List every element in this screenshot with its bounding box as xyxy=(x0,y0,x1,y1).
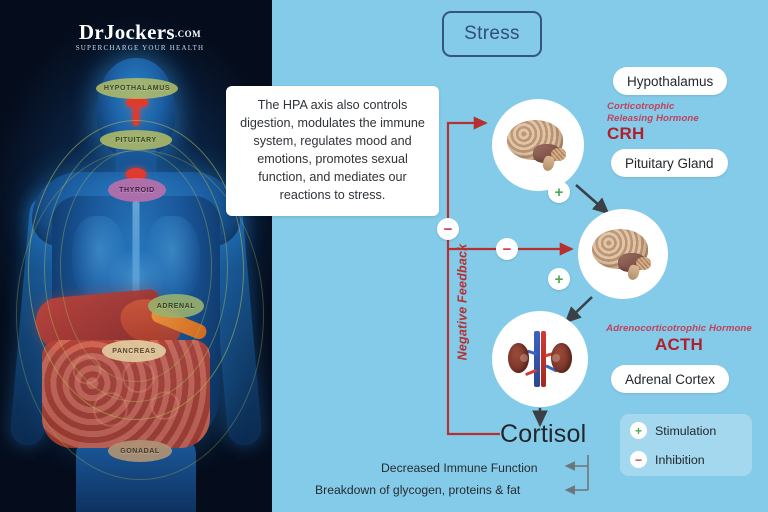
body-label-pancreas: PANCREAS xyxy=(102,340,166,362)
stimulation-badge-1: + xyxy=(548,181,570,203)
kidney-hilum xyxy=(520,354,528,362)
pill-hypothalamus[interactable]: Hypothalamus xyxy=(613,67,728,95)
adrenal-kidney-image xyxy=(492,311,588,407)
brain-cerebellum xyxy=(551,148,566,161)
brain-icon xyxy=(507,120,569,173)
brain-stem xyxy=(541,154,556,173)
acth-hormone-label: Adrenocorticotrophic Hormone ACTH xyxy=(596,323,762,355)
minus-glyph: − xyxy=(443,220,453,238)
legend-box: + Stimulation − Inhibition xyxy=(620,414,752,476)
brain-icon xyxy=(592,229,654,282)
brain-cerebellum xyxy=(636,257,651,270)
inhibition-badge-1: − xyxy=(437,218,459,240)
minus-glyph: − xyxy=(502,240,512,258)
body-label-thyroid: THYROID xyxy=(108,178,166,202)
brand-logo-name: DrJockers.COM xyxy=(55,22,225,43)
kidney-left xyxy=(508,343,529,373)
body-label-gonadal: GONADAL xyxy=(108,440,172,462)
cortisol-label: Cortisol xyxy=(500,420,587,448)
inhibition-badge-2: − xyxy=(496,238,518,260)
legend-item-stimulation: + Stimulation xyxy=(630,422,742,439)
hypothalamus-gland-icon xyxy=(126,98,148,107)
brand-logo: DrJockers.COM SUPERCHARGE YOUR HEALTH xyxy=(55,22,225,52)
pill-pituitary-label: Pituitary Gland xyxy=(625,155,714,171)
body-label-adrenal: ADRENAL xyxy=(148,294,204,318)
pill-adrenal-cortex[interactable]: Adrenal Cortex xyxy=(611,365,730,393)
aorta xyxy=(541,331,546,387)
plus-glyph: + xyxy=(554,270,564,288)
pill-adrenal-label: Adrenal Cortex xyxy=(625,371,716,387)
legend-label-stimulation: Stimulation xyxy=(655,423,717,438)
stress-box[interactable]: Stress xyxy=(442,11,542,57)
brain-stem xyxy=(626,263,641,282)
effect-decreased-immune-function: Decreased Immune Function xyxy=(381,461,538,475)
kidney-right xyxy=(551,343,572,373)
crh-full-line1: Corticotrophic xyxy=(607,101,675,112)
crh-full-line2: Releasing Hormone xyxy=(607,112,699,124)
body-label-hypothalamus: HYPOTHALAMUS xyxy=(96,78,178,99)
stimulation-badge-2: + xyxy=(548,268,570,290)
plus-glyph: + xyxy=(634,423,642,438)
hpa-note-text: The HPA axis also controls digestion, mo… xyxy=(240,98,425,202)
hypothalamus-brain-image xyxy=(492,99,584,191)
pill-pituitary-gland[interactable]: Pituitary Gland xyxy=(611,149,728,177)
kidneys-icon xyxy=(505,327,575,391)
hpa-note-box: The HPA axis also controls digestion, mo… xyxy=(226,86,439,216)
plus-icon: + xyxy=(630,422,647,439)
brand-logo-dotcom: .COM xyxy=(174,29,202,39)
arrow-hypothalamus-to-pituitary xyxy=(575,184,610,215)
body-label-pituitary: PITUITARY xyxy=(100,130,172,150)
arrow-pituitary-to-adrenal xyxy=(564,296,593,324)
plus-glyph: + xyxy=(554,183,564,201)
legend-item-inhibition: − Inhibition xyxy=(630,451,742,468)
legend-label-inhibition: Inhibition xyxy=(655,452,705,467)
pituitary-stalk-icon xyxy=(133,106,139,126)
minus-icon: − xyxy=(630,451,647,468)
brand-logo-main: Jockers xyxy=(103,20,175,44)
acth-abbr: ACTH xyxy=(654,334,703,354)
acth-full: Adrenocorticotrophic Hormone xyxy=(606,323,752,334)
brand-logo-prefix: Dr xyxy=(78,20,104,44)
anatomy-panel: HYPOTHALAMUS PITUITARY THYROID ADRENAL P… xyxy=(0,0,272,512)
energy-arc-4 xyxy=(16,150,264,480)
brand-tagline: SUPERCHARGE YOUR HEALTH xyxy=(75,44,205,52)
crh-hormone-label: Corticotrophic Releasing Hormone CRH xyxy=(607,101,699,144)
kidney-hilum xyxy=(552,354,560,362)
negative-feedback-label: Negative Feedback xyxy=(455,243,470,361)
minus-glyph: − xyxy=(634,452,642,467)
pituitary-brain-image xyxy=(578,209,668,299)
cortisol-effects-bracket xyxy=(564,455,589,495)
stress-label: Stress xyxy=(464,23,520,44)
crh-abbr: CRH xyxy=(607,124,645,143)
vena-cava xyxy=(534,331,540,387)
pill-hypothalamus-label: Hypothalamus xyxy=(627,73,714,89)
effect-breakdown-glycogen: Breakdown of glycogen, proteins & fat xyxy=(315,483,521,497)
